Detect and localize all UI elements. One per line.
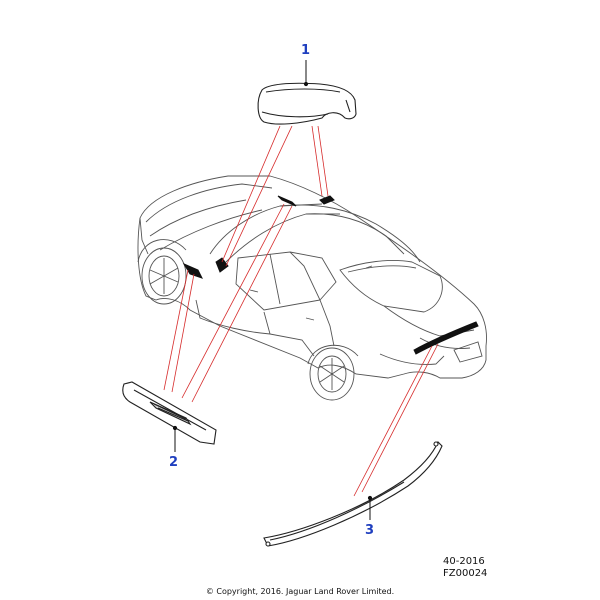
callout-3: 3 [365,523,375,538]
side-vent-part [122,381,217,445]
car-highlighted-parts [182,195,479,355]
callout-1: 1 [301,43,311,58]
mirror-cover-part [257,82,357,125]
car-illustration [137,175,487,401]
spoiler-part [263,441,443,547]
callout-leaders [172,60,373,520]
reference-code: FZ00024 [443,568,488,579]
reference-date: 40-2016 [443,556,485,567]
leader-lines [163,125,439,497]
callout-2: 2 [169,455,179,470]
copyright-footer: © Copyright, 2016. Jaguar Land Rover Lim… [205,587,395,596]
